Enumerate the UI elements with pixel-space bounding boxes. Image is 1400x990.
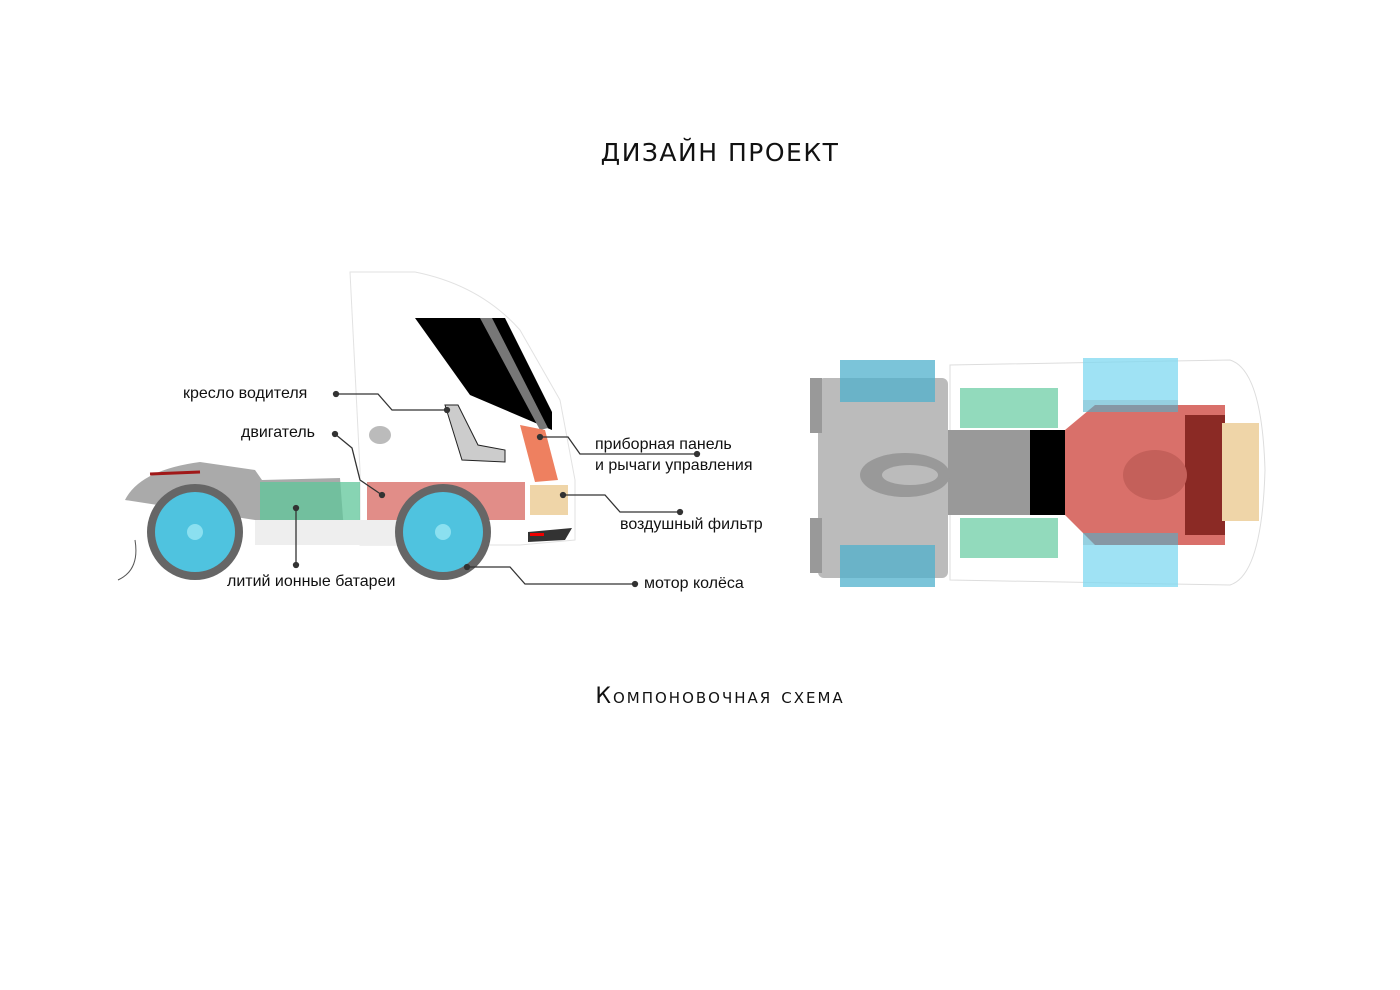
front-wheel-top-1b: [1083, 400, 1178, 412]
dashboard-zone-side: [520, 425, 558, 482]
rear-wheel: [147, 484, 243, 580]
windshield-pillar: [480, 318, 548, 430]
label-batteries: литий ионные батареи: [227, 573, 396, 590]
battery-zone-side: [260, 482, 360, 520]
rear-wheel-top-2: [840, 545, 935, 587]
label-air-filter: воздушный фильтр: [620, 516, 763, 533]
frame: [948, 430, 1030, 515]
front-wheel-top-2b: [1083, 533, 1178, 545]
battery-zone-top-2: [960, 518, 1058, 558]
rear-wheel-top-1: [840, 360, 935, 402]
chassis-black: [1030, 430, 1065, 515]
mirror: [369, 426, 391, 444]
label-dashboard-line2: и рычаги управления: [595, 457, 753, 474]
front-bumper: [528, 528, 572, 542]
battery-zone-top-1: [960, 388, 1058, 428]
label-engine: двигатель: [241, 424, 315, 441]
page-title: ДИЗАЙН ПРОЕКТ: [600, 138, 840, 167]
rear-lamp: [149, 470, 201, 476]
truck-side-view: [117, 271, 576, 581]
cab-body: [349, 271, 576, 546]
air-filter-zone-side: [530, 485, 568, 515]
label-driver-seat: кресло водителя: [183, 385, 308, 402]
label-wheel-motor: мотор колёса: [644, 575, 744, 592]
chassis-rail: [255, 520, 400, 545]
truck-top-view: [810, 358, 1266, 587]
front-wheel: [395, 484, 491, 580]
label-dashboard-line1: приборная панель: [595, 436, 732, 453]
layout-scheme-title: Компоновочная схема: [595, 684, 845, 709]
air-filter-zone-top: [1222, 423, 1259, 521]
front-wheel-top-2: [1083, 545, 1178, 587]
front-wheel-top-1: [1083, 358, 1178, 400]
seat-side: [444, 404, 506, 463]
windshield: [415, 318, 552, 430]
leader-lines: [292, 390, 701, 588]
